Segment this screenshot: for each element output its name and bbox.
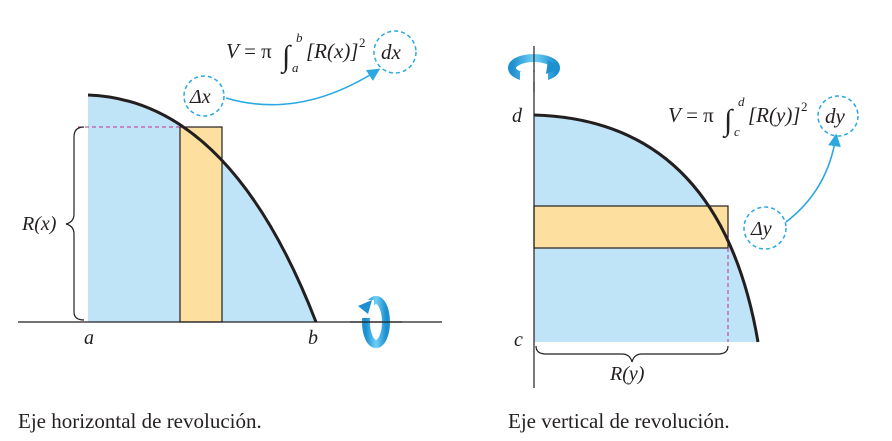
right-arrow [785,133,841,223]
right-radius-label: R(y) [609,363,645,385]
rotation-vertical-icon [508,46,560,92]
left-formula-main: V = π [226,39,272,63]
right-formula-lower: c [734,124,740,139]
left-axis-label-b: b [308,327,318,349]
left-formula-lower: a [292,60,299,75]
left-delta-circle [183,75,225,117]
left-curve [87,93,318,323]
left-dx-circle [373,30,417,74]
left-radius-brace [65,126,85,321]
left-delta-label: Δx [189,86,211,108]
right-rectangle [533,205,729,249]
right-formula-integrand: [R(y)] [748,103,800,127]
right-formula-integral: ∫ [722,104,734,139]
right-axis-label-d: d [512,105,523,127]
rotation-horizontal-icon [350,296,402,348]
left-arrow [225,68,381,106]
right-formula-upper: d [738,94,745,109]
left-caption: Eje horizontal de revolución. [18,409,262,433]
right-curve [533,113,760,343]
right-panel: R(y) d c Δy V = π ∫ d c [R(y)] 2 dy Eje … [508,46,859,433]
left-formula-integral: ∫ [280,40,292,75]
left-formula-power: 2 [359,35,366,50]
right-formula-power: 2 [801,99,808,114]
left-panel: R(x) a b Δx V = π ∫ b a [R(x)] 2 dx Eje … [18,30,442,433]
right-axis-label-c: c [514,329,523,351]
right-delta-label: Δy [750,218,772,240]
left-formula-differential: dx [381,40,402,64]
right-caption: Eje vertical de revolución. [508,409,730,433]
left-radius-label: R(x) [21,213,57,235]
left-rectangle [179,126,223,323]
right-delta-circle [743,206,787,250]
left-formula-integrand: [R(x)] [306,39,358,63]
right-formula-main: V = π [668,103,714,127]
left-formula-upper: b [296,30,303,45]
right-dy-circle [817,95,859,137]
right-formula-differential: dy [825,104,846,128]
right-radius-brace [535,345,729,363]
left-axis-label-a: a [84,327,94,349]
